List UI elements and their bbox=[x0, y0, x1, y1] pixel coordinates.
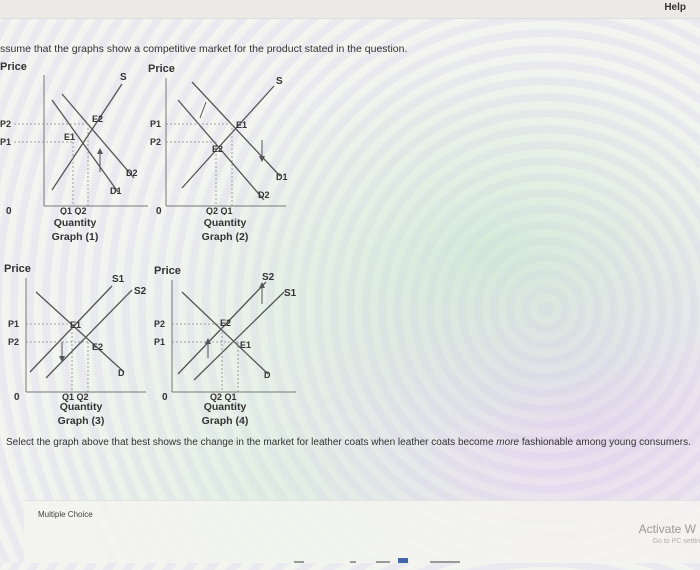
equilibrium-label-upper: E1 bbox=[70, 320, 81, 330]
arrowhead-icon bbox=[97, 148, 103, 154]
graph-4: Price P2 P1 E2 E1 S1 S2 D 0 Q2 Q1 Quanti… bbox=[150, 262, 310, 427]
price-axis-label: Price bbox=[4, 263, 31, 275]
demand-label: D bbox=[264, 370, 271, 380]
equilibrium-label-lower: E2 bbox=[92, 342, 103, 352]
price-label-lower: P1 bbox=[0, 137, 11, 147]
supply-label: S bbox=[120, 72, 127, 83]
quantity-tick-labels: Q1 Q2 bbox=[62, 392, 89, 402]
supply-curve-1 bbox=[29, 285, 113, 373]
graph-title: Graph (1) bbox=[51, 231, 99, 243]
price-label-upper: P1 bbox=[8, 319, 19, 329]
demand-label-2: D2 bbox=[126, 168, 138, 178]
question-type-label: Multiple Choice bbox=[38, 510, 93, 519]
supply-curve bbox=[181, 85, 275, 189]
graph-3: Price P1 P2 E1 E2 S1 S2 D 0 Q1 Q2 Quanti… bbox=[0, 262, 160, 427]
arrowhead-icon bbox=[59, 356, 65, 362]
price-label-lower: P2 bbox=[150, 137, 161, 147]
price-label-upper: P2 bbox=[154, 319, 165, 329]
question-text: Select the graph above that best shows t… bbox=[6, 436, 696, 449]
demand-label: D bbox=[118, 368, 125, 378]
origin-label: 0 bbox=[6, 206, 12, 215]
price-label-upper: P2 bbox=[0, 119, 11, 129]
activation-watermark: Activate W bbox=[638, 522, 696, 536]
price-axis-label: Price bbox=[148, 63, 175, 75]
next-button[interactable] bbox=[430, 561, 460, 563]
quantity-axis-label: Quantity bbox=[53, 217, 97, 229]
quantity-tick-labels: Q2 Q1 bbox=[206, 206, 233, 215]
shift-arrow-icon bbox=[199, 101, 207, 119]
demand-curve-1 bbox=[51, 99, 119, 193]
graph-title: Graph (4) bbox=[201, 415, 249, 427]
supply-label-2: S2 bbox=[134, 286, 147, 297]
demand-curve-1 bbox=[191, 81, 281, 177]
quantity-axis-label: Quantity bbox=[59, 401, 103, 413]
supply-curve-2 bbox=[45, 289, 133, 379]
equilibrium-label-lower: E1 bbox=[240, 340, 251, 350]
top-bar: Help bbox=[0, 0, 700, 19]
demand-curve-2 bbox=[61, 93, 135, 179]
arrowhead-icon bbox=[259, 156, 265, 162]
help-link[interactable]: Help bbox=[664, 2, 686, 13]
supply-label-1: S1 bbox=[284, 288, 297, 299]
equilibrium-label-upper: E2 bbox=[92, 114, 103, 124]
demand-curve bbox=[35, 291, 125, 373]
supply-curve bbox=[51, 83, 123, 191]
graph-title: Graph (3) bbox=[57, 415, 105, 427]
equilibrium-label-upper: E2 bbox=[220, 318, 231, 328]
equilibrium-label-lower: E1 bbox=[64, 132, 75, 142]
quantity-axis-label: Quantity bbox=[203, 217, 247, 229]
price-label-lower: P2 bbox=[8, 337, 19, 347]
instructions: ssume that the graphs show a competitive… bbox=[0, 43, 408, 55]
arrowhead-icon bbox=[205, 338, 211, 344]
graph-1: Price P2 P1 E2 E1 S D1 D2 0 Q1 Q2 Quanti… bbox=[0, 60, 160, 243]
quantity-tick-labels: Q1 Q2 bbox=[60, 206, 87, 215]
demand-label-1: D1 bbox=[110, 186, 122, 196]
demand-label-2: D2 bbox=[258, 190, 270, 200]
origin-label: 0 bbox=[162, 392, 168, 402]
quantity-axis-label: Quantity bbox=[203, 401, 247, 413]
bottom-navigation bbox=[280, 552, 520, 563]
nav-dot-1[interactable] bbox=[294, 561, 304, 563]
price-axis-label: Price bbox=[154, 265, 181, 277]
supply-label-2: S2 bbox=[262, 272, 275, 283]
answer-area bbox=[24, 500, 700, 563]
origin-label: 0 bbox=[14, 392, 20, 402]
question-part-2: fashionable among young consumers. bbox=[519, 437, 691, 448]
graph-2: Price P1 P2 E1 E2 S D1 D2 0 Q2 Q1 Quanti… bbox=[140, 60, 300, 243]
equilibrium-label-upper: E1 bbox=[236, 120, 247, 130]
quantity-tick-labels: Q2 Q1 bbox=[210, 392, 237, 402]
price-axis-label: Price bbox=[0, 61, 27, 73]
origin-label: 0 bbox=[156, 206, 162, 215]
nav-dot-3[interactable] bbox=[376, 561, 390, 563]
demand-curve bbox=[181, 291, 269, 375]
question-emphasis: more bbox=[496, 437, 520, 448]
arrowhead-icon-2 bbox=[259, 282, 265, 288]
question-part-1: Select the graph above that best shows t… bbox=[6, 437, 497, 448]
supply-curve-1 bbox=[193, 291, 285, 381]
activation-watermark-subtitle: Go to PC settin bbox=[652, 538, 700, 545]
demand-label-1: D1 bbox=[276, 172, 288, 182]
supply-label: S bbox=[276, 76, 283, 87]
graph-title: Graph (2) bbox=[201, 231, 249, 243]
price-label-upper: P1 bbox=[150, 119, 161, 129]
demand-curve-2 bbox=[177, 99, 265, 201]
price-label-lower: P1 bbox=[154, 337, 165, 347]
grid-icon[interactable] bbox=[398, 558, 408, 563]
nav-dot-2[interactable] bbox=[350, 561, 356, 563]
supply-label-1: S1 bbox=[112, 274, 125, 285]
equilibrium-label-lower: E2 bbox=[212, 144, 223, 154]
